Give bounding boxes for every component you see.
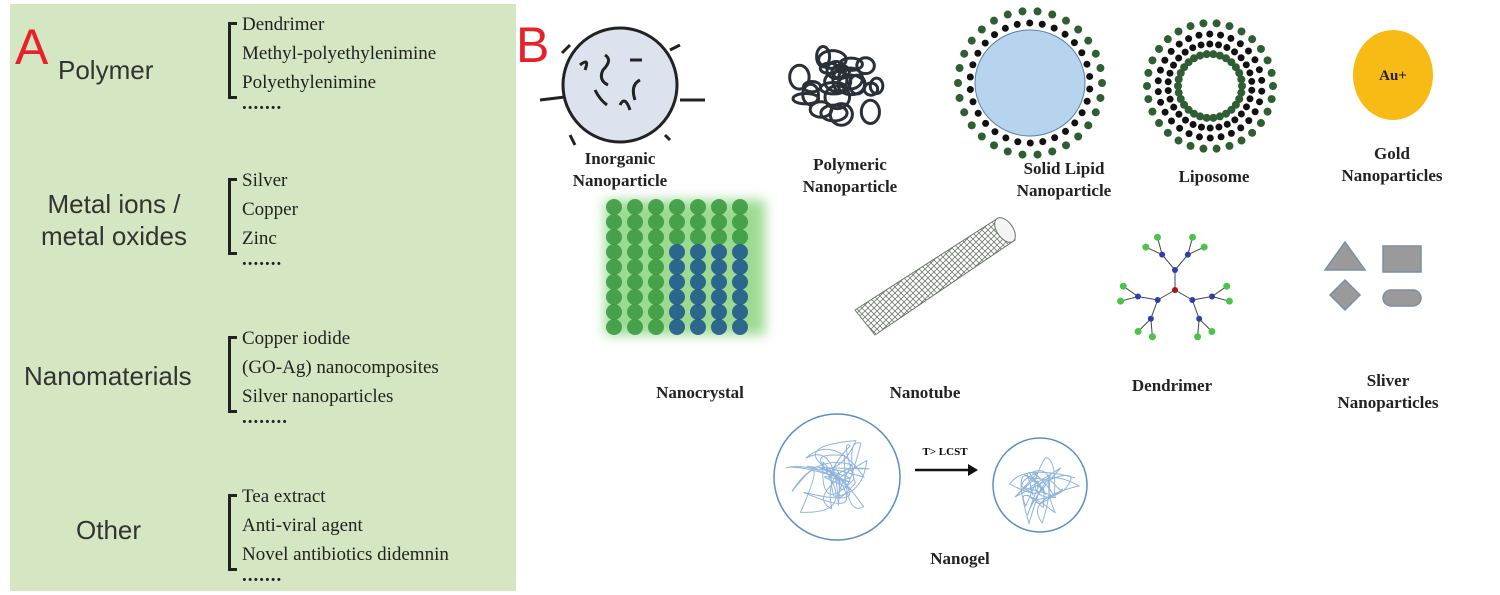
category-polymer: Polymer <box>58 55 154 85</box>
dendrimer-illustration <box>1117 233 1233 341</box>
list-more: ....... <box>242 249 283 270</box>
category-nanomaterials: Nanomaterials <box>24 361 192 391</box>
gold-nanoparticle-illustration: Au+ <box>1353 30 1433 120</box>
other-list: Tea extract Anti-viral agent Novel antib… <box>228 482 449 586</box>
list-more: ........ <box>242 407 288 428</box>
polymer-list: Dendrimer Methyl-polyethylenimine Polyet… <box>228 10 437 114</box>
panel-a-material-categories: A Polymer Dendrimer Methyl-polyethylenim… <box>10 4 516 591</box>
panel-letter-b: B <box>516 17 550 73</box>
solid-lipid-nanoparticle-illustration <box>954 7 1106 159</box>
label-nanotube: Nanotube <box>889 383 961 402</box>
liposome-illustration <box>1143 19 1277 153</box>
nanogel-arrow-label: T> LCST <box>922 446 968 458</box>
list-item: Silver <box>242 170 288 191</box>
list-more: ....... <box>242 93 283 114</box>
list-item: Copper iodide <box>242 328 351 349</box>
label-liposome: Liposome <box>1178 167 1250 186</box>
list-item: Tea extract <box>242 486 326 507</box>
list-item: Methyl-polyethylenimine <box>242 43 437 64</box>
panel-letter-a: A <box>15 19 49 75</box>
list-item: Anti-viral agent <box>242 515 363 536</box>
label-nanocrystal: Nanocrystal <box>656 383 744 402</box>
metal-list: Silver Copper Zinc ....... <box>228 166 298 270</box>
list-item: (GO-Ag) nanocomposites <box>242 357 439 378</box>
inorganic-nanoparticle-illustration <box>539 26 705 146</box>
label-nanogel: Nanogel <box>930 549 990 568</box>
list-item: Novel antibiotics didemnin <box>242 544 449 565</box>
list-item: Dendrimer <box>242 14 325 35</box>
label-dendrimer: Dendrimer <box>1131 376 1213 395</box>
category-metal: Metal ions / metal oxides <box>41 189 187 251</box>
silver-nanoparticles-illustration <box>1323 240 1422 312</box>
category-other: Other <box>76 515 142 545</box>
nanogel-illustration: T> LCST <box>773 413 1088 541</box>
list-item: Zinc <box>242 228 277 249</box>
nanotube-illustration <box>854 217 1016 336</box>
gold-symbol: Au+ <box>1379 68 1407 84</box>
nanomaterials-list: Copper iodide (GO-Ag) nanocomposites Sil… <box>228 324 439 428</box>
list-item: Polyethylenimine <box>242 72 377 93</box>
list-item: Copper <box>242 199 298 220</box>
polymeric-nanoparticle-illustration <box>788 44 885 127</box>
list-more: ....... <box>242 565 283 586</box>
list-item: Silver nanoparticles <box>242 386 394 407</box>
nanocrystal-illustration <box>605 199 765 335</box>
